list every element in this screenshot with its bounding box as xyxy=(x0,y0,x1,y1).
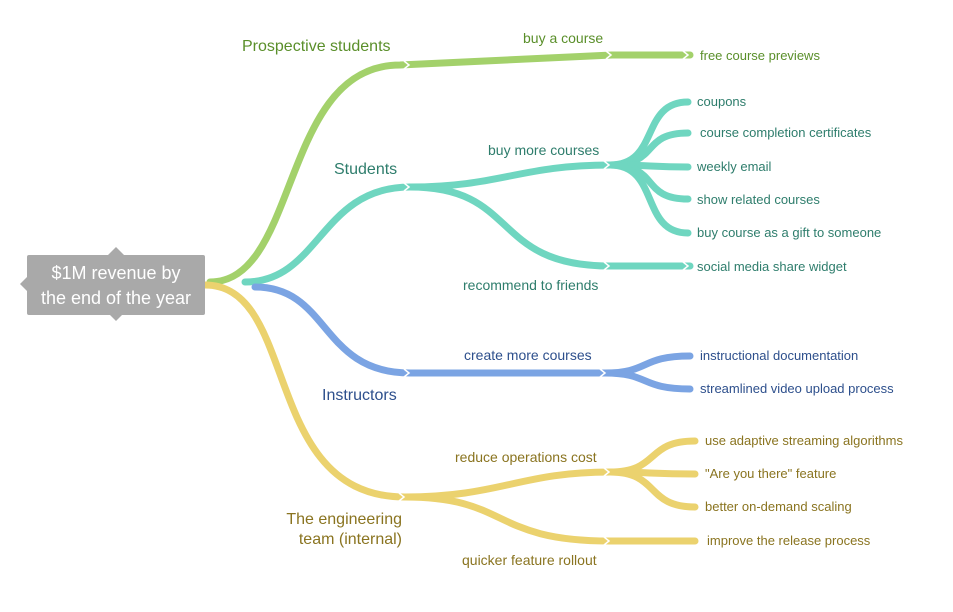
group-label-students[interactable]: Students xyxy=(334,161,397,178)
goal-quicker-feature-rollout[interactable]: quicker feature rollout xyxy=(462,552,597,568)
group-label-prospective[interactable]: Prospective students xyxy=(242,38,391,55)
leaf-on-demand-scaling[interactable]: better on-demand scaling xyxy=(705,499,852,514)
branch-rollout xyxy=(401,493,699,545)
root-title-line2: the end of the year xyxy=(41,288,191,308)
leaf-streamlined-video-upload[interactable]: streamlined video upload process xyxy=(700,381,894,396)
branch-adaptive xyxy=(606,437,699,476)
leaf-adaptive-streaming[interactable]: use adaptive streaming algorithms xyxy=(705,433,903,448)
leaf-instructional-documentation[interactable]: instructional documentation xyxy=(700,348,858,363)
goal-recommend-to-friends[interactable]: recommend to friends xyxy=(463,277,598,293)
leaf-social-media-share-widget[interactable]: social media share widget xyxy=(697,259,847,274)
leaf-gift-course[interactable]: buy course as a gift to someone xyxy=(697,225,881,240)
root-node[interactable]: $1M revenue by the end of the year xyxy=(20,247,205,321)
goal-create-more-courses[interactable]: create more courses xyxy=(464,347,592,363)
goal-buy-more-courses[interactable]: buy more courses xyxy=(488,142,599,158)
group-label-engineering-line1[interactable]: The engineering xyxy=(286,511,402,528)
branch-prospective xyxy=(206,51,616,286)
leaf-show-related-courses[interactable]: show related courses xyxy=(697,192,820,207)
root-title-line1: $1M revenue by xyxy=(51,263,180,283)
group-label-instructors[interactable]: Instructors xyxy=(322,387,397,404)
branch-instructors xyxy=(251,283,609,377)
branch-gift xyxy=(606,161,692,237)
branch-instr-upload xyxy=(601,369,694,393)
goal-reduce-operations-cost[interactable]: reduce operations cost xyxy=(455,449,597,465)
group-label-engineering-line2[interactable]: team (internal) xyxy=(299,531,402,548)
leaf-weekly-email[interactable]: weekly email xyxy=(696,159,772,174)
goal-buy-a-course[interactable]: buy a course xyxy=(523,30,603,46)
leaf-are-you-there[interactable]: "Are you there" feature xyxy=(705,466,836,481)
leaf-free-course-previews[interactable]: free course previews xyxy=(700,48,820,63)
leaf-coupons[interactable]: coupons xyxy=(697,94,747,109)
branch-students xyxy=(241,161,614,286)
leaf-course-completion-certificates[interactable]: course completion certificates xyxy=(700,125,872,140)
branch-scaling xyxy=(606,468,699,511)
branch-chevrons xyxy=(398,50,690,546)
branch-engineering xyxy=(201,281,614,501)
leaf-improve-release-process[interactable]: improve the release process xyxy=(707,533,871,548)
branch-recommend xyxy=(406,183,694,270)
